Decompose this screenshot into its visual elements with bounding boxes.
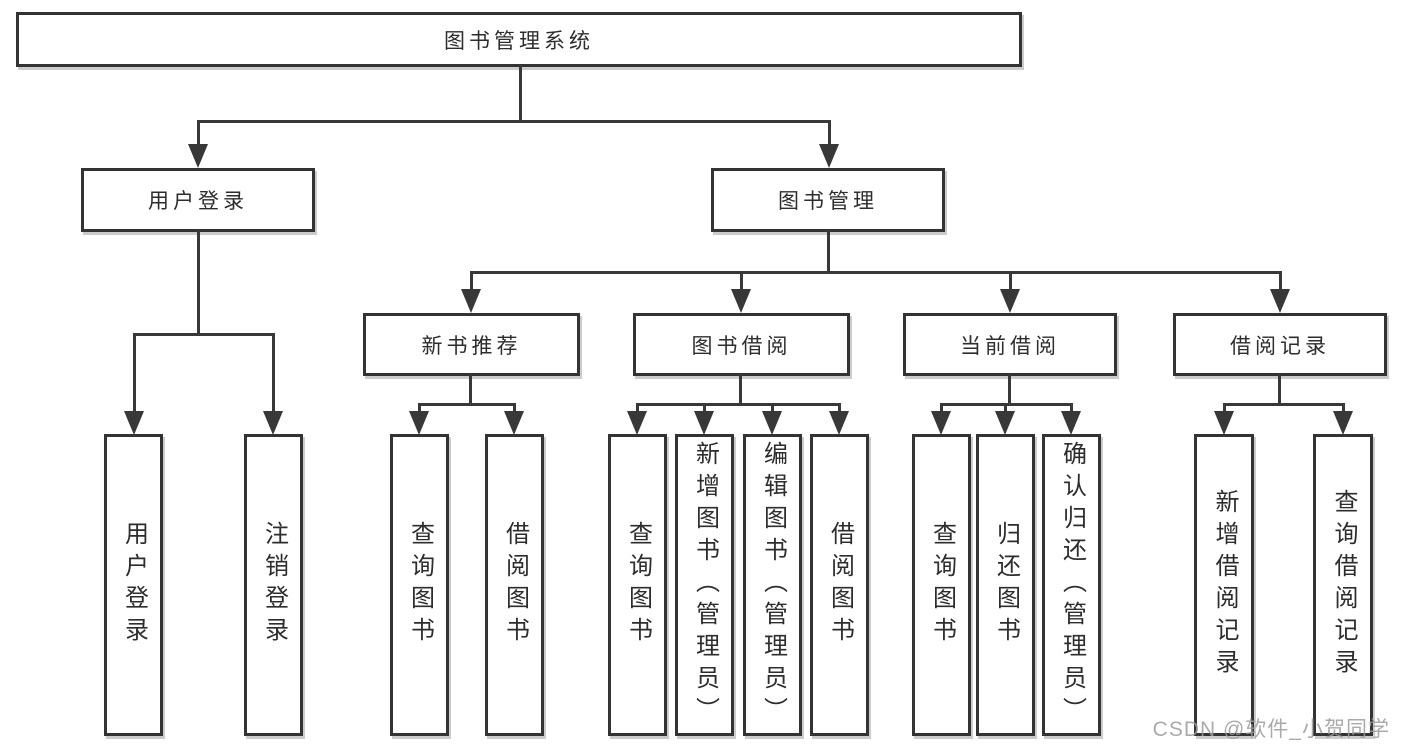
node-leaf-add-books-admin: 新增图书（管理员） (675, 434, 734, 736)
node-leaf-add-borrow-record-label: 新增借阅记录 (1211, 489, 1238, 681)
node-book-management-label: 图书管理 (778, 190, 878, 213)
connector-arrowhead (762, 411, 782, 435)
node-leaf-query-borrow-record-label: 查询借阅记录 (1330, 489, 1357, 681)
node-leaf-borrow-books-recommend: 借阅图书 (485, 434, 544, 736)
connector-line (739, 374, 742, 405)
node-leaf-add-borrow-record: 新增借阅记录 (1194, 434, 1254, 736)
node-user-login: 用户登录 (81, 168, 315, 232)
connector-line (1223, 403, 1345, 406)
connector-arrowhead (1270, 289, 1290, 313)
connector-line (828, 120, 831, 146)
connector-arrowhead (1333, 411, 1353, 435)
connector-line (519, 65, 522, 123)
connector-line (418, 403, 516, 406)
node-leaf-query-books-borrow-label: 查询图书 (624, 521, 652, 649)
connector-line (1342, 403, 1345, 415)
connector-arrowhead (995, 411, 1015, 435)
node-leaf-add-books-admin-label: 新增图书（管理员） (691, 441, 719, 729)
node-leaf-query-books-current: 查询图书 (912, 434, 971, 736)
node-user-login-label: 用户登录 (148, 190, 248, 213)
node-book-management: 图书管理 (711, 168, 945, 232)
connector-arrowhead (1061, 411, 1081, 435)
connector-arrowhead (504, 411, 524, 435)
connector-line (133, 333, 136, 415)
watermark: CSDN @软件_小贺同学 (1152, 718, 1390, 741)
connector-arrowhead (263, 411, 283, 435)
connector-arrowhead (1000, 289, 1020, 313)
connector-line (272, 333, 275, 415)
node-book-borrow: 图书借阅 (633, 313, 850, 376)
node-leaf-return-books-label: 归还图书 (992, 521, 1020, 649)
connector-line (636, 403, 639, 415)
node-leaf-edit-books-admin-label: 编辑图书（管理员） (759, 441, 787, 729)
node-leaf-query-borrow-record: 查询借阅记录 (1313, 434, 1373, 736)
node-leaf-query-books-recommend: 查询图书 (390, 434, 449, 736)
connector-line (513, 403, 516, 415)
node-new-book-recommend-label: 新书推荐 (421, 334, 522, 358)
node-borrow-records-label: 借阅记录 (1230, 334, 1330, 358)
connector-line (1278, 374, 1281, 405)
connector-line (940, 403, 943, 415)
connector-arrowhead (819, 144, 839, 168)
connector-line (703, 403, 706, 415)
node-leaf-confirm-return-admin-label: 确认归还（管理员） (1058, 441, 1086, 729)
connector-line (197, 120, 831, 123)
node-current-borrow: 当前借阅 (903, 313, 1117, 376)
node-leaf-query-books-current-label: 查询图书 (928, 521, 956, 649)
connector-line (1004, 403, 1007, 415)
node-leaf-borrow-books-label: 借阅图书 (826, 521, 854, 649)
connector-arrowhead (461, 289, 481, 313)
connector-line (636, 403, 841, 406)
node-borrow-records: 借阅记录 (1173, 313, 1387, 376)
node-leaf-confirm-return-admin: 确认归还（管理员） (1042, 434, 1101, 736)
connector-arrowhead (627, 411, 647, 435)
connector-line (771, 403, 774, 415)
node-leaf-user-login: 用户登录 (104, 434, 163, 736)
connector-line (470, 271, 1281, 274)
connector-line (1279, 271, 1282, 291)
connector-arrowhead (409, 411, 429, 435)
connector-arrowhead (188, 144, 208, 168)
node-leaf-query-books-borrow: 查询图书 (608, 434, 667, 736)
node-leaf-return-books: 归还图书 (976, 434, 1035, 736)
connector-arrowhead (1214, 411, 1234, 435)
node-current-borrow-label: 当前借阅 (960, 334, 1060, 358)
node-leaf-logout-label: 注销登录 (260, 521, 288, 649)
connector-line (197, 120, 200, 146)
connector-line (1008, 374, 1011, 405)
connector-line (827, 230, 830, 274)
node-leaf-edit-books-admin: 编辑图书（管理员） (743, 434, 802, 736)
connector-line (1070, 403, 1073, 415)
node-new-book-recommend: 新书推荐 (363, 313, 580, 376)
connector-arrowhead (731, 289, 751, 313)
connector-line (838, 403, 841, 415)
connector-arrowhead (694, 411, 714, 435)
connector-line (133, 333, 275, 336)
node-book-borrow-label: 图书借阅 (691, 334, 792, 358)
node-leaf-borrow-books: 借阅图书 (810, 434, 869, 736)
node-leaf-logout: 注销登录 (244, 434, 303, 736)
node-library-system: 图书管理系统 (16, 12, 1022, 67)
node-library-system-label: 图书管理系统 (444, 29, 594, 53)
connector-line (1009, 271, 1012, 291)
connector-arrowhead (931, 411, 951, 435)
node-leaf-user-login-label: 用户登录 (120, 521, 148, 649)
node-leaf-borrow-books-recommend-label: 借阅图书 (501, 521, 529, 649)
connector-line (418, 403, 421, 415)
connector-line (1223, 403, 1226, 415)
connector-line (197, 230, 200, 335)
connector-arrowhead (829, 411, 849, 435)
node-leaf-query-books-recommend-label: 查询图书 (406, 521, 434, 649)
connector-line (469, 374, 472, 405)
connector-line (470, 271, 473, 291)
connector-line (740, 271, 743, 291)
connector-arrowhead (124, 411, 144, 435)
